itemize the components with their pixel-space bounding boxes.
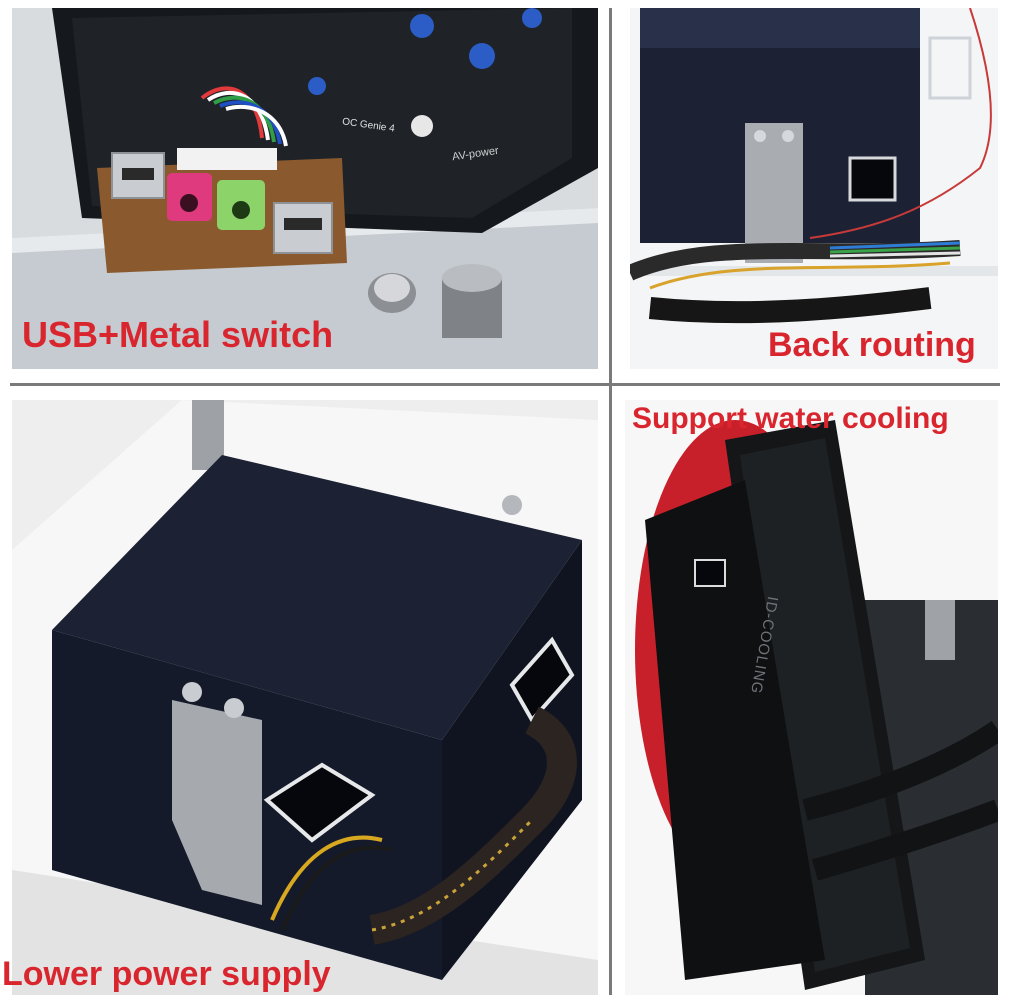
photo-water-cooling: ID-COOLING xyxy=(625,400,998,995)
caption-lower-power-supply: Lower power supply xyxy=(2,955,331,993)
photo-back-routing xyxy=(630,8,998,369)
back-routing-illustration xyxy=(630,8,998,324)
caption-back-routing: Back routing xyxy=(768,326,976,364)
photo-lower-power-supply xyxy=(12,400,598,995)
usb-switch-illustration xyxy=(12,8,598,369)
photo-usb-metal-switch: OC Genie 4 AV-power xyxy=(12,8,598,369)
caption-support-water-cooling: Support water cooling xyxy=(632,402,949,435)
horizontal-divider xyxy=(10,383,1000,386)
caption-usb-metal-switch: USB+Metal switch xyxy=(22,314,334,355)
water-cooling-illustration xyxy=(635,420,998,995)
vertical-divider xyxy=(609,8,612,995)
power-supply-illustration xyxy=(12,400,598,995)
